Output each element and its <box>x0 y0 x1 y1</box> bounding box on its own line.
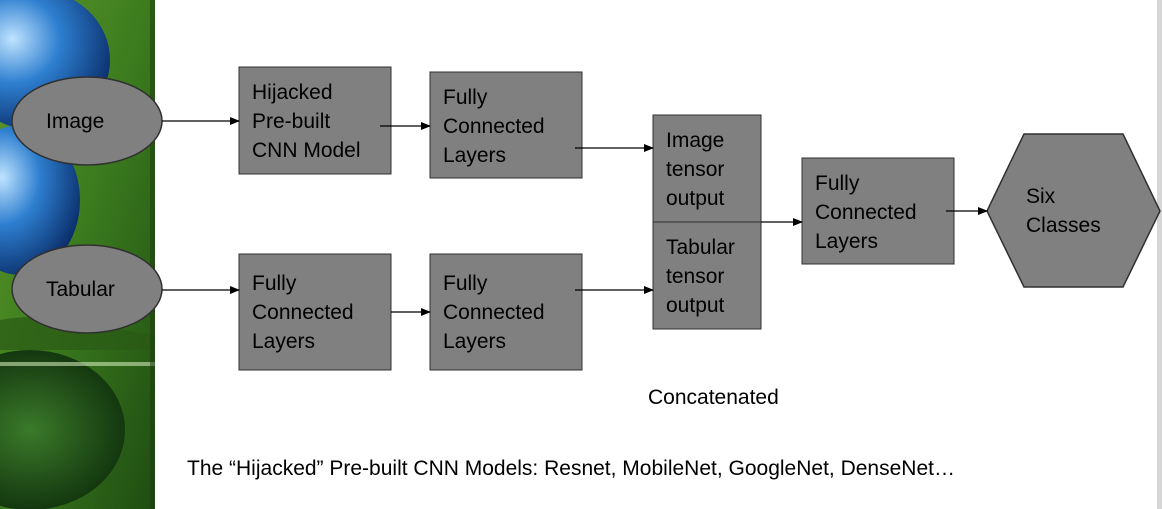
image-input-label: Image <box>46 110 105 133</box>
image-tensor-label: Image tensor output <box>666 129 725 210</box>
hijacked-cnn-box <box>238 66 392 175</box>
tabular-tensor-label: Tabular tensor output <box>666 236 735 317</box>
six-classes-node <box>986 133 1161 288</box>
hijacked-cnn-label: Hijacked Pre-built CNN Model <box>252 81 361 162</box>
fc-tabular-box-2 <box>429 253 583 371</box>
fc-tabular-2-label: Fully Connected Layers <box>443 272 545 353</box>
fc-image-box <box>429 71 583 179</box>
fc-final-box <box>801 157 955 265</box>
fc-tabular-box-1 <box>238 253 392 371</box>
right-edge-divider <box>1157 0 1162 509</box>
footnote-text: The “Hijacked” Pre-built CNN Models: Res… <box>187 457 955 480</box>
fc-tabular-1-label: Fully Connected Layers <box>252 272 354 353</box>
tabular-input-node <box>11 244 163 334</box>
six-classes-label: Six Classes <box>1026 185 1101 237</box>
fc-image-label: Fully Connected Layers <box>443 86 545 167</box>
tabular-tensor-box <box>652 221 762 330</box>
fc-final-label: Fully Connected Layers <box>815 172 917 253</box>
concatenated-label: Concatenated <box>648 386 779 409</box>
tabular-input-label: Tabular <box>46 278 115 301</box>
